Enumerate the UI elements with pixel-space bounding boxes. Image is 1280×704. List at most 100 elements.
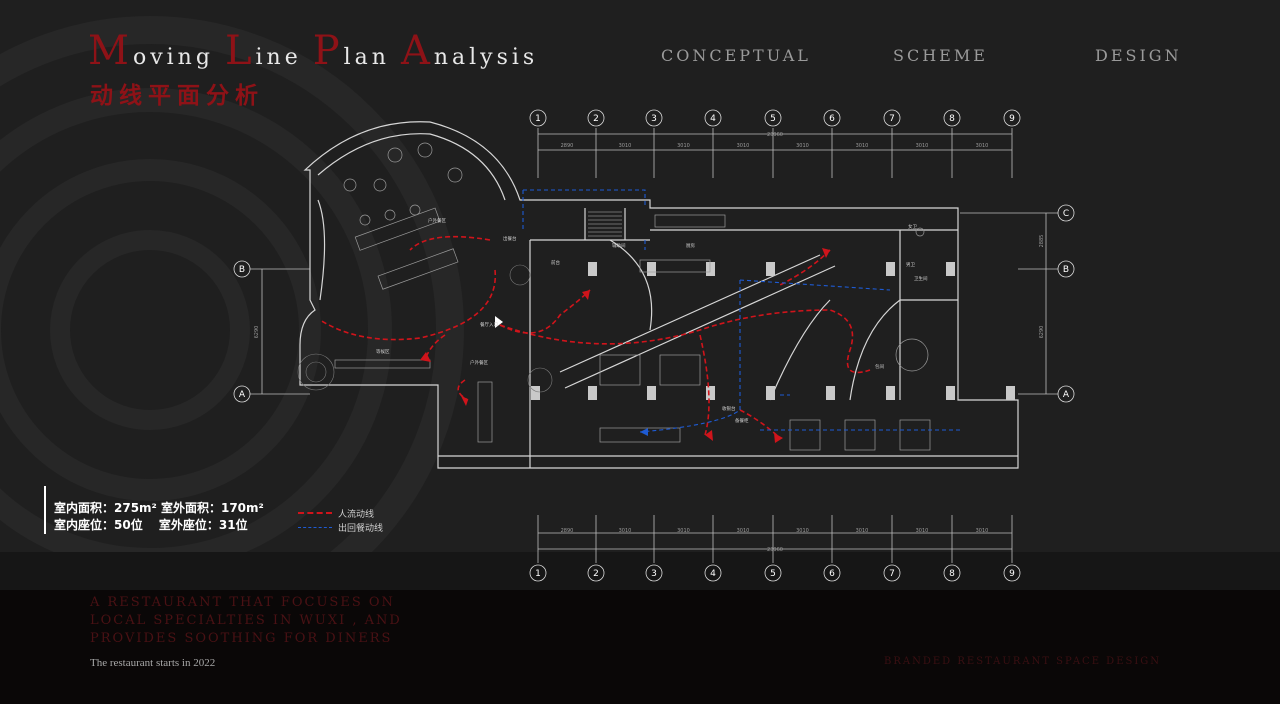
furniture <box>334 142 931 451</box>
title-word-4: nalysis <box>433 45 539 70</box>
svg-text:餐厅入口: 餐厅入口 <box>480 321 498 328</box>
svg-text:7: 7 <box>889 569 895 579</box>
column-spacing-dim: 3010 <box>976 528 989 534</box>
svg-text:B: B <box>239 265 245 275</box>
svg-text:卫生间: 卫生间 <box>914 275 928 282</box>
page-title-chinese: 动线平面分析 <box>90 83 264 109</box>
column-axis-6-top: 6 <box>823 109 841 178</box>
svg-text:辅助间: 辅助间 <box>612 242 626 249</box>
column-axis-1-top: 1 <box>529 109 547 178</box>
column-axis-1-bottom: 1 <box>529 515 547 582</box>
svg-text:6: 6 <box>829 569 835 579</box>
side-dim-right: 6290 <box>1039 326 1045 339</box>
planters <box>297 264 553 393</box>
page-title-english: Moving Line Plan Analysis <box>88 28 538 74</box>
svg-text:4: 4 <box>710 569 716 579</box>
stairs <box>588 211 622 237</box>
title-cap-2: L <box>224 28 256 74</box>
svg-text:户外餐区: 户外餐区 <box>428 217 446 224</box>
total-width-dim: 23960 <box>767 547 783 553</box>
legend-service-flow: 出回餐动线 <box>298 520 383 534</box>
row-axis-right-b: B <box>1057 260 1075 278</box>
column-spacing-dim: 3010 <box>677 143 690 149</box>
svg-text:等候区: 等候区 <box>376 348 390 355</box>
nav-design[interactable]: DESIGN <box>1095 46 1182 65</box>
column-spacing-dim: 3010 <box>916 528 929 534</box>
column-spacing-dim: 3010 <box>737 528 750 534</box>
room-labels: 户外餐区 户外餐区 等候区 前台 辅助间 厨房 包间 男卫 女卫 卫生间 餐厅入… <box>376 217 928 424</box>
svg-text:9: 9 <box>1009 114 1015 124</box>
column-axis-4-bottom: 4 <box>704 515 722 582</box>
svg-text:2: 2 <box>593 114 599 124</box>
column-axis-8-bottom: 8 <box>943 515 961 582</box>
column-axis-9-bottom: 9 <box>1003 515 1021 582</box>
svg-text:9: 9 <box>1009 569 1015 579</box>
legend-blue-dash <box>298 526 332 528</box>
column-spacing-dim: 3010 <box>796 143 809 149</box>
column-spacing-dim: 3010 <box>619 528 632 534</box>
column-spacing-dim: 3010 <box>976 143 989 149</box>
column-spacing-dim: 3010 <box>619 143 632 149</box>
column-axis-5-bottom: 5 <box>764 515 782 582</box>
row-axis-left-b: B <box>233 260 251 278</box>
side-dim-right-top: 2885 <box>1039 235 1045 248</box>
title-word-3: lan <box>343 45 401 70</box>
column-spacing-dim: 3010 <box>737 143 750 149</box>
stats-area: 室内面积：275m² 室外面积：170m² <box>54 501 264 515</box>
legend-people-flow: 人流动线 <box>298 506 383 520</box>
column-axis-7-top: 7 <box>883 109 901 178</box>
column-axis-7-bottom: 7 <box>883 515 901 582</box>
column-spacing-dim: 3010 <box>796 528 809 534</box>
svg-text:4: 4 <box>710 114 716 124</box>
nav-scheme[interactable]: SCHEME <box>893 46 988 65</box>
svg-text:前台: 前台 <box>551 259 560 266</box>
svg-text:女卫: 女卫 <box>908 223 917 230</box>
total-width-dim: 23960 <box>767 132 783 138</box>
svg-text:5: 5 <box>770 569 776 579</box>
title-cap-3: P <box>312 28 344 74</box>
svg-text:包间: 包间 <box>875 363 884 370</box>
structural-columns <box>531 262 1015 400</box>
svg-text:1: 1 <box>535 569 541 579</box>
column-spacing-dim: 3010 <box>916 143 929 149</box>
legend: 人流动线 出回餐动线 <box>298 506 383 534</box>
svg-text:3: 3 <box>651 114 657 124</box>
title-word-2: ine <box>255 45 313 70</box>
building-walls <box>299 121 1019 469</box>
legend-service-flow-label: 出回餐动线 <box>338 523 384 534</box>
column-axis-3-bottom: 3 <box>645 515 663 582</box>
svg-text:1: 1 <box>535 114 541 124</box>
svg-text:B: B <box>1063 265 1069 275</box>
column-axis-8-top: 8 <box>943 109 961 178</box>
side-dim-left: 6290 <box>254 326 260 339</box>
svg-text:厨房: 厨房 <box>686 242 695 249</box>
service-flow-line <box>522 189 960 433</box>
nav-conceptual[interactable]: CONCEPTUAL <box>661 46 811 65</box>
column-axis-2-top: 2 <box>587 109 605 178</box>
row-axis-left-a: A <box>233 385 251 403</box>
stats-accent-bar <box>44 486 46 534</box>
column-axis-9-top: 9 <box>1003 109 1021 178</box>
svg-text:2: 2 <box>593 569 599 579</box>
column-axis-5-top: 5 <box>764 109 782 178</box>
legend-people-flow-label: 人流动线 <box>338 509 375 520</box>
row-axis-right-a: A <box>1057 385 1075 403</box>
footer-brand: BRANDED RESTAURANT SPACE DESIGN <box>884 656 1162 667</box>
column-spacing-dim: 3010 <box>856 528 869 534</box>
svg-text:A: A <box>1063 390 1070 400</box>
svg-text:3: 3 <box>651 569 657 579</box>
column-axis-3-top: 3 <box>645 109 663 178</box>
svg-text:A: A <box>239 390 246 400</box>
column-axis-6-bottom: 6 <box>823 515 841 582</box>
svg-text:C: C <box>1063 209 1069 219</box>
svg-text:收银台: 收银台 <box>722 405 736 412</box>
svg-text:出餐台: 出餐台 <box>503 235 517 242</box>
svg-text:备餐柜: 备餐柜 <box>735 417 749 424</box>
column-axis-2-bottom: 2 <box>587 515 605 582</box>
svg-text:5: 5 <box>770 114 776 124</box>
svg-text:户外餐区: 户外餐区 <box>470 359 488 366</box>
row-axis-right-c: C <box>1057 204 1075 222</box>
column-axis-4-top: 4 <box>704 109 722 178</box>
title-cap-4: A <box>400 28 434 74</box>
